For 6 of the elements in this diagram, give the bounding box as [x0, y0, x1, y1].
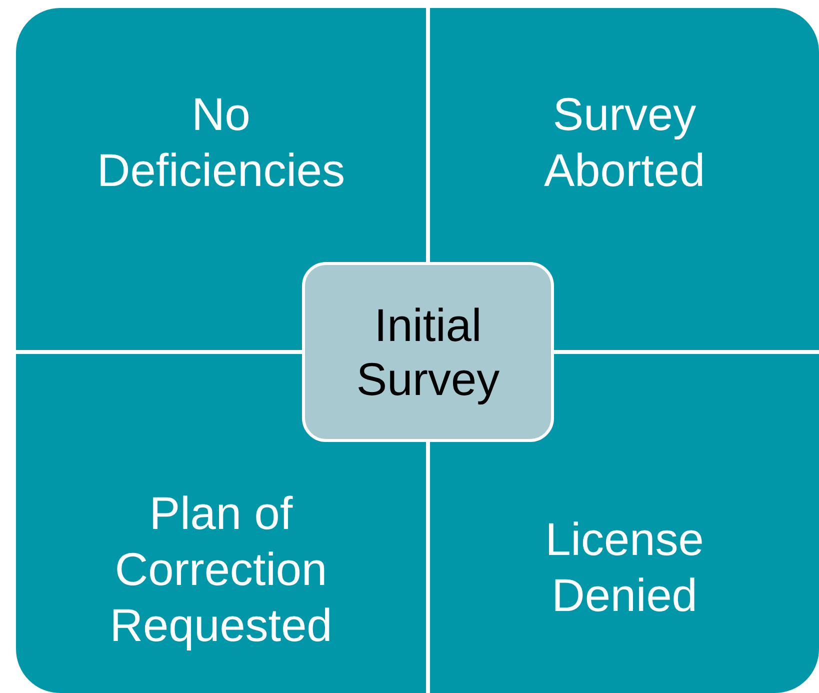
quadrant-label: License Denied [545, 512, 704, 623]
quadrant-label: Plan of Correction Requested [110, 486, 332, 653]
quadrant-label: No Deficiencies [97, 87, 345, 198]
center-label: Initial Survey [355, 298, 501, 406]
center-box [302, 262, 554, 442]
quadrant-label: Survey Aborted [544, 87, 706, 198]
